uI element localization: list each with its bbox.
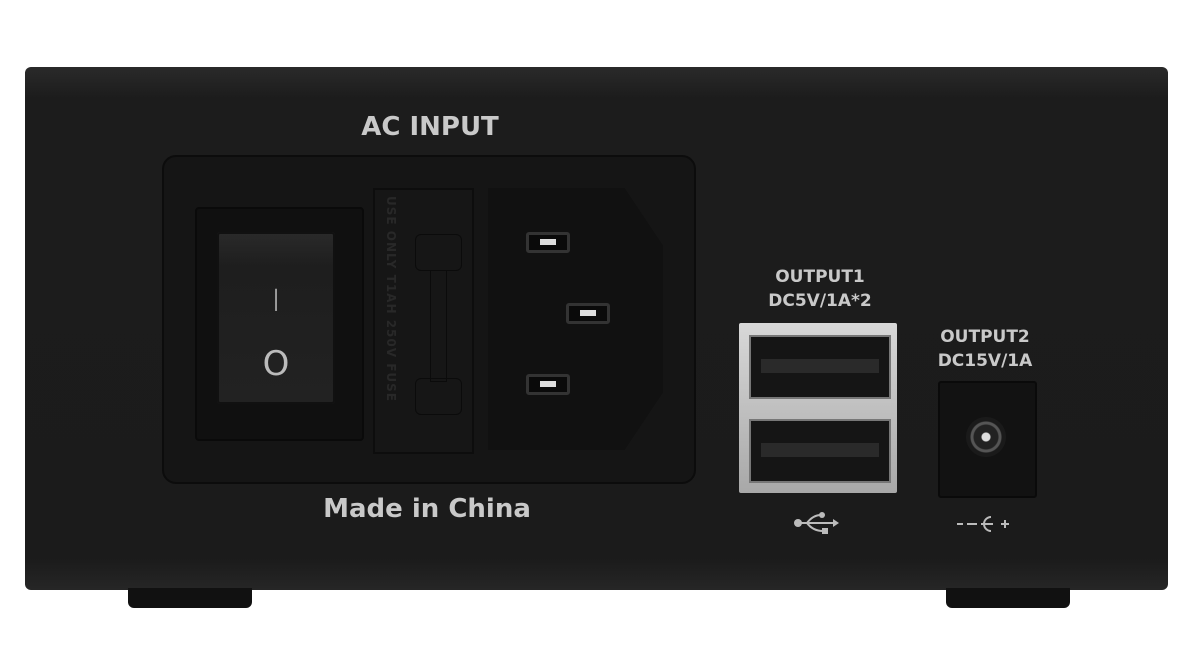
inlet-pin: [526, 232, 570, 253]
output1-name: OUTPUT1: [775, 267, 865, 287]
inlet-pin: [526, 374, 570, 395]
ac-input-label: AC INPUT: [361, 112, 499, 142]
usb-icon: [794, 512, 839, 534]
usb-port-stack: [739, 323, 897, 493]
power-switch[interactable]: I O: [217, 232, 335, 404]
fuse-holder[interactable]: [373, 188, 474, 454]
output2-spec: DC15V/1A: [937, 351, 1033, 371]
switch-on-mark: I: [271, 284, 281, 319]
dc-barrel-jack[interactable]: [938, 381, 1037, 498]
output1-label: OUTPUT1 DC5V/1A*2: [720, 265, 920, 313]
left-foot: [128, 588, 252, 608]
right-foot: [946, 588, 1070, 608]
output2-label: OUTPUT2 DC15V/1A: [900, 325, 1070, 373]
usb-port-bottom[interactable]: [749, 419, 891, 483]
switch-off-mark: O: [262, 344, 290, 384]
fuse-rating-text: USE ONLY T1AH 250V FUSE: [384, 196, 398, 402]
made-in-label: Made in China: [323, 494, 531, 524]
output1-spec: DC5V/1A*2: [768, 291, 872, 311]
usb-port-top[interactable]: [749, 335, 891, 399]
dc-polarity-icon: [957, 516, 1009, 532]
inlet-pin: [566, 303, 610, 324]
output2-name: OUTPUT2: [940, 327, 1030, 347]
